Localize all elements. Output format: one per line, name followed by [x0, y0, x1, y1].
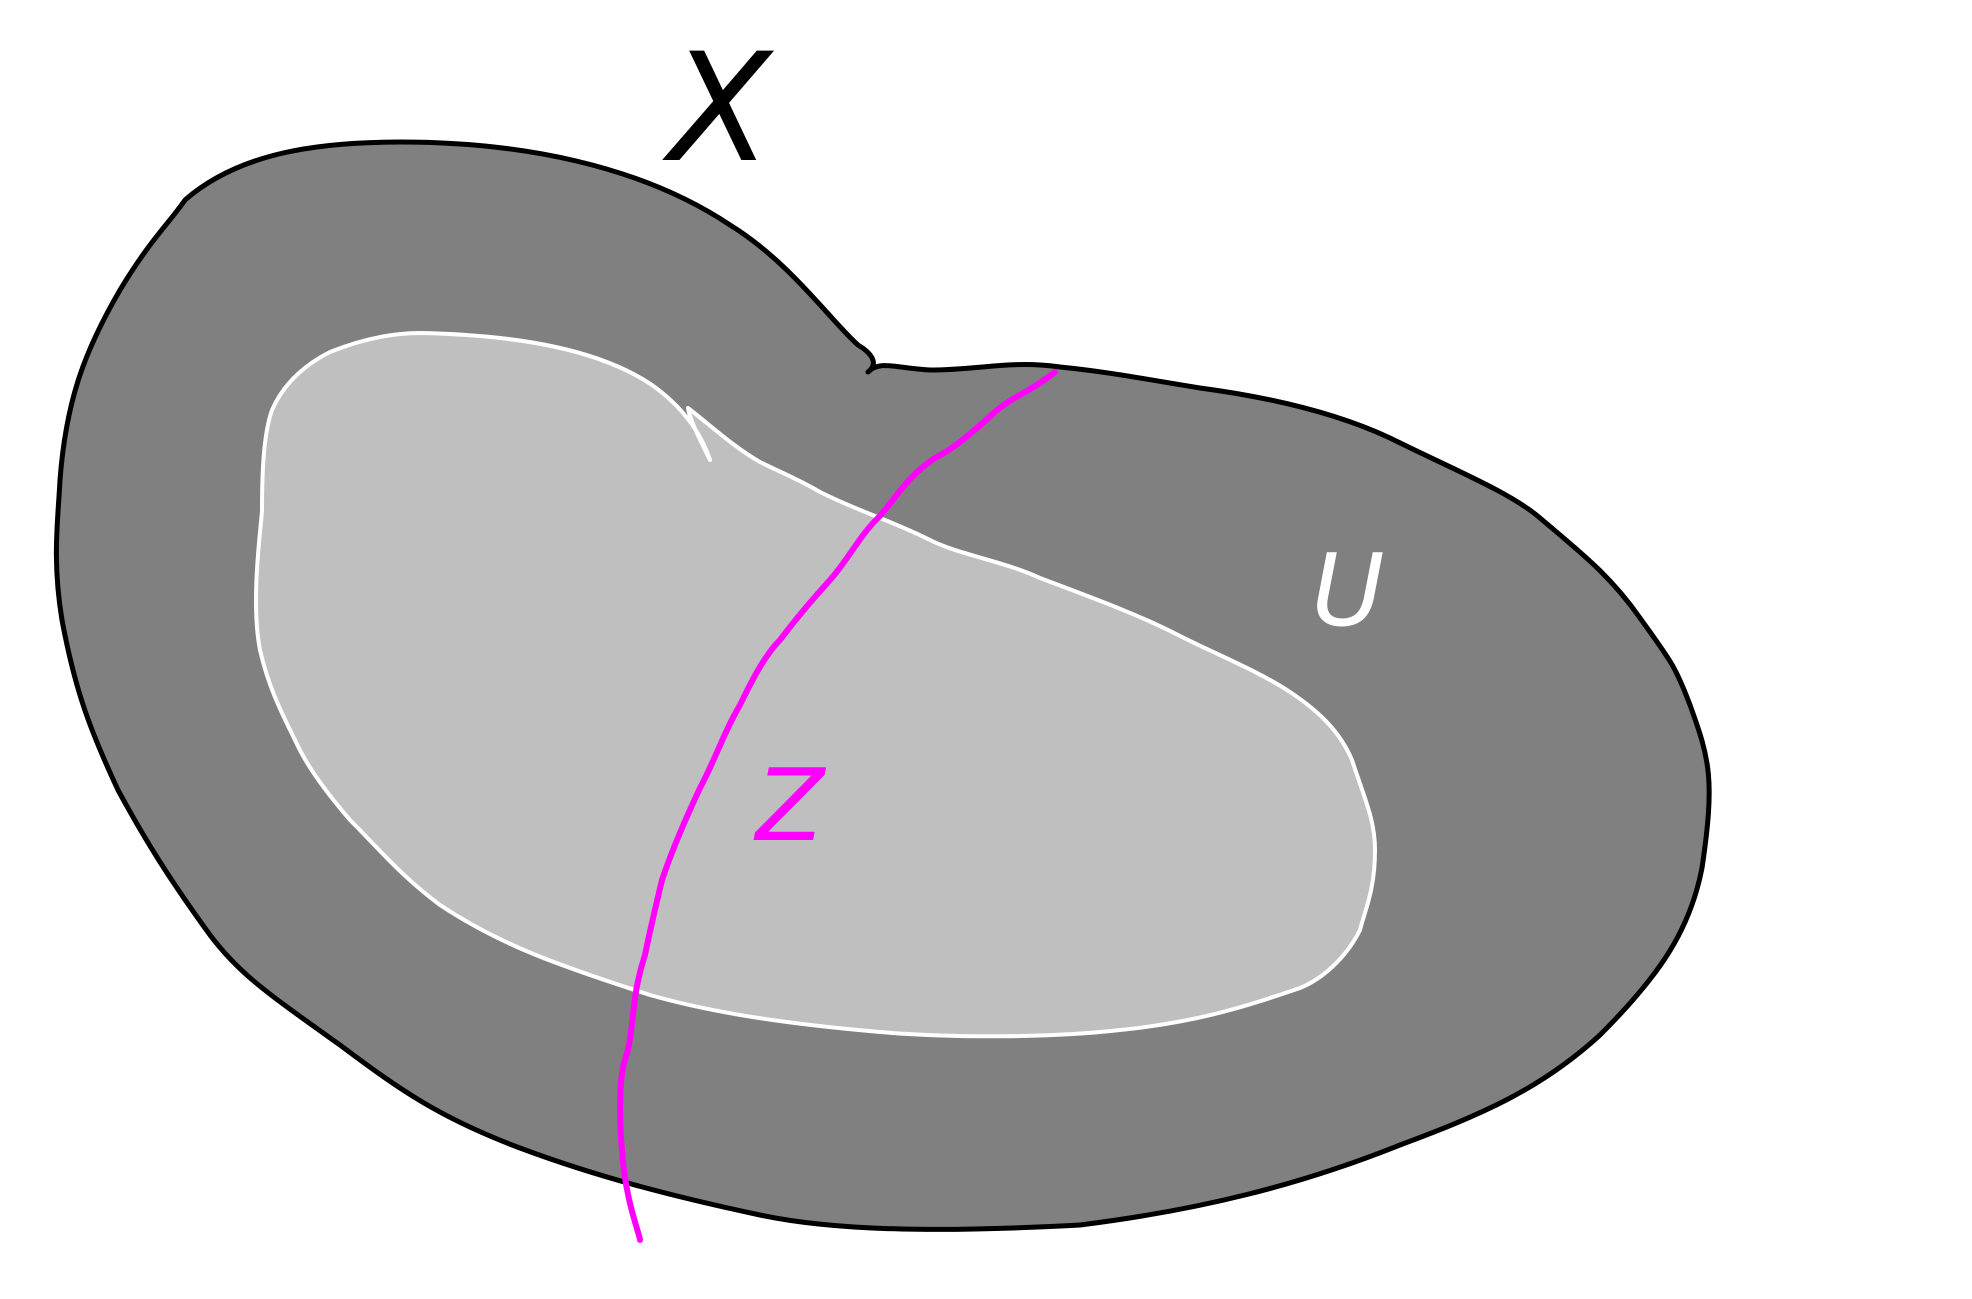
label-open-set: U	[1311, 532, 1384, 649]
inner-region	[254, 331, 1377, 1039]
label-hypersurface: Z	[753, 747, 827, 864]
label-outer-space: X	[662, 22, 775, 196]
hypersurface-curve	[617, 369, 1058, 1243]
